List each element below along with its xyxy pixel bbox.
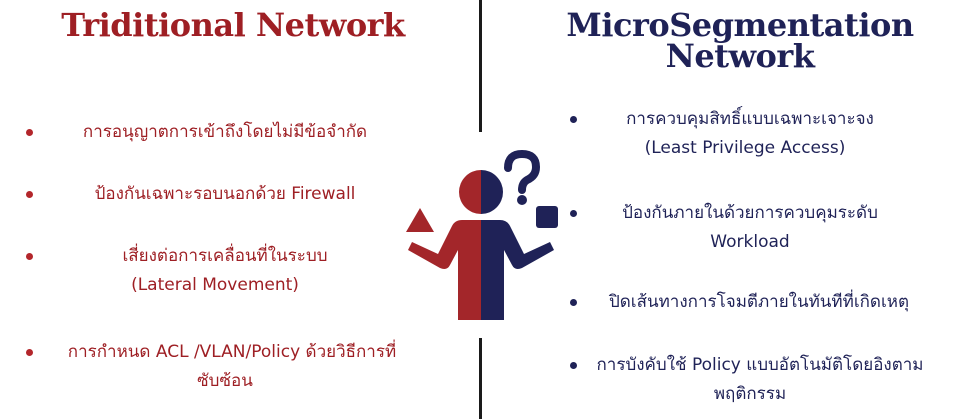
bullet-dot (570, 299, 577, 306)
list-item: ป้องกันเฉพาะรอบนอกด้วย Firewall (20, 180, 430, 209)
bullet-dot (26, 253, 33, 260)
title-line-2: Network (665, 37, 815, 75)
list-item: ปิดเส้นทางการโจมตีภายในทันทีที่เกิดเหตุ (560, 288, 940, 317)
item-text: (Lateral Movement) (131, 275, 299, 295)
item-text: การควบคุมสิทธิ์แบบเฉพาะเจาะจง (626, 109, 874, 129)
list-item: การบังคับใช้ Policy แบบอัตโนมัติโดยอิงตา… (560, 351, 940, 409)
center-divider-bottom (479, 338, 482, 419)
head-left-half (459, 170, 481, 214)
head-right-half (481, 170, 503, 214)
square-icon (536, 206, 558, 228)
bullet-dot (26, 191, 33, 198)
list-item: ป้องกันภายในด้วยการควบคุมระดับ Workload (560, 199, 940, 257)
body-left-half (408, 220, 481, 320)
microsegmentation-network-title: MicroSegmentation Network (540, 6, 940, 75)
item-text: การบังคับใช้ Policy แบบอัตโนมัติโดยอิงตา… (596, 355, 924, 375)
list-item: เสี่ยงต่อการเคลื่อนที่ในระบบ (Lateral Mo… (20, 242, 430, 300)
item-text: เสี่ยงต่อการเคลื่อนที่ในระบบ (122, 246, 328, 266)
bullet-dot (26, 129, 33, 136)
list-item: การกำหนด ACL /VLAN/Policy ด้วยวิธีการที่… (20, 338, 430, 396)
bullet-dot (570, 210, 577, 217)
body-right-half (481, 220, 554, 320)
item-text: ซับซ้อน (197, 371, 253, 391)
question-mark-icon (504, 150, 541, 205)
triangle-icon (406, 208, 434, 232)
center-divider-top (479, 0, 482, 132)
list-item: การอนุญาตการเข้าถึงโดยไม่มีข้อจำกัด (20, 118, 430, 147)
item-text: การกำหนด ACL /VLAN/Policy ด้วยวิธีการที่ (67, 342, 397, 362)
bullet-dot (570, 362, 577, 369)
bullet-dot (26, 349, 33, 356)
item-text: พฤติกรรม (713, 384, 787, 404)
item-text: Workload (710, 232, 790, 252)
list-item: การควบคุมสิทธิ์แบบเฉพาะเจาะจง (Least Pri… (560, 105, 940, 163)
item-text: ป้องกันเฉพาะรอบนอกด้วย Firewall (94, 184, 356, 204)
item-text: ป้องกันภายในด้วยการควบคุมระดับ (622, 203, 878, 223)
person-comparing-icon (406, 150, 558, 320)
item-text: ปิดเส้นทางการโจมตีภายในทันทีที่เกิดเหตุ (608, 292, 910, 312)
bullet-dot (570, 116, 577, 123)
traditional-network-title: Triditional Network (61, 6, 405, 44)
title-line-1: MicroSegmentation (566, 6, 914, 44)
item-text: การอนุญาตการเข้าถึงโดยไม่มีข้อจำกัด (82, 122, 368, 142)
item-text: (Least Privilege Access) (644, 138, 846, 158)
